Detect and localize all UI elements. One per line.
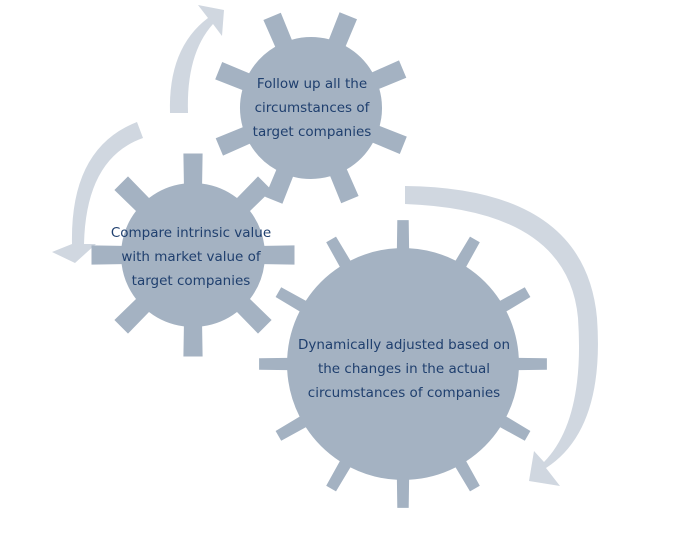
gear-top-label-line-2: circumstances of (254, 100, 370, 116)
arrow-left-curve (52, 122, 143, 263)
gear-top-label-line-3: target companies (252, 124, 372, 140)
gear-left-label: Compare intrinsic value with market valu… (96, 221, 286, 293)
arrow-top-curve (169, 5, 224, 113)
gear-left (91, 153, 295, 357)
gear-bottom-label-line-3: circumstances of companies (307, 385, 501, 401)
gear-bottom-label: Dynamically adjusted based on the change… (263, 333, 545, 405)
gear-left-label-line-1: Compare intrinsic value (110, 225, 272, 241)
gear-bottom (259, 220, 547, 508)
gear-top-label: Follow up all the circumstances of targe… (216, 72, 408, 144)
gear-bottom-label-line-1: Dynamically adjusted based on (297, 337, 511, 353)
gear-top (215, 12, 407, 204)
gear-top-label-line-1: Follow up all the (256, 76, 368, 92)
gear-bottom-label-line-2: the changes in the actual (317, 361, 491, 377)
gear-left-label-line-2: with market value of (121, 249, 261, 265)
gear-left-label-line-3: target companies (131, 273, 251, 289)
